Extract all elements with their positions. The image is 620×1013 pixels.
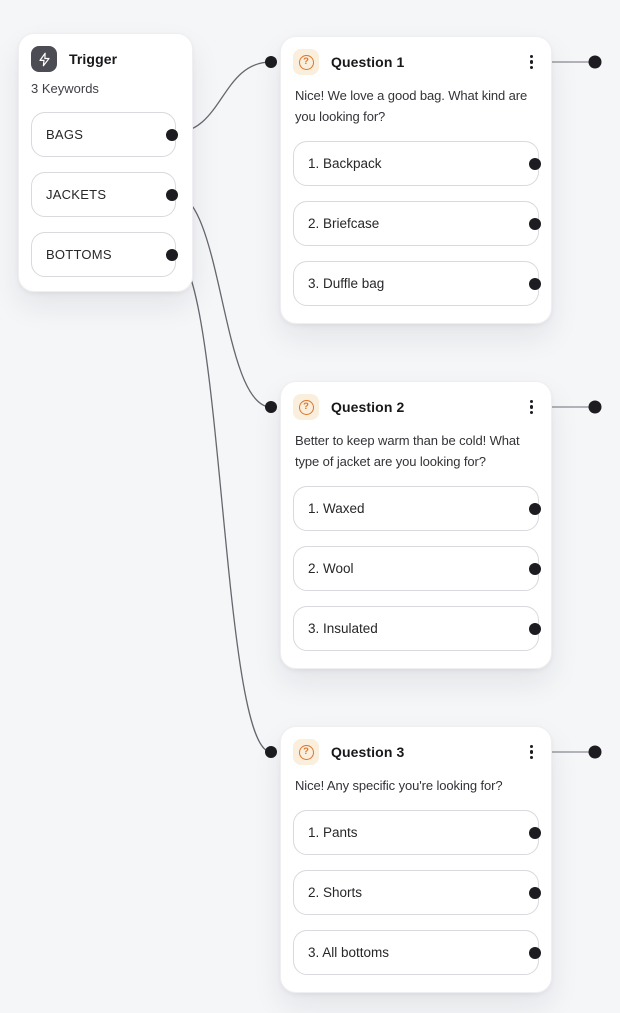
circled-question-mark-icon: ? — [293, 739, 319, 765]
option-connector-dot[interactable] — [529, 157, 541, 170]
kebab-menu-icon[interactable] — [524, 396, 539, 419]
question2-header: ? Question 2 — [293, 394, 539, 420]
option-pill[interactable]: 2. Shorts — [293, 870, 541, 915]
question2-text: Better to keep warm than be cold! What t… — [295, 433, 520, 469]
question2-title: Question 2 — [331, 399, 405, 415]
trigger-keyword-count: 3 Keywords — [31, 81, 99, 96]
option-pill[interactable]: 1. Waxed — [293, 486, 541, 531]
keyword-pill-bags[interactable]: BAGS — [31, 112, 178, 157]
option-pill[interactable]: 1. Backpack — [293, 141, 541, 186]
keyword-label: JACKETS — [46, 187, 107, 202]
question3-input-dot[interactable] — [265, 746, 277, 758]
option-connector-dot[interactable] — [529, 217, 541, 230]
trigger-title: Trigger — [69, 51, 118, 67]
question2-input-dot[interactable] — [265, 401, 277, 413]
question1-title: Question 1 — [331, 54, 405, 70]
question3-header: ? Question 3 — [293, 739, 539, 765]
kebab-menu-icon[interactable] — [524, 51, 539, 74]
option-pill[interactable]: 3. All bottoms — [293, 930, 541, 975]
circled-question-mark-icon: ? — [293, 49, 319, 75]
question2-node[interactable]: ? Question 2 Better to keep warm than be… — [280, 381, 552, 669]
wire-bottoms-to-question3 — [172, 252, 272, 753]
trigger-node[interactable]: Trigger 3 Keywords BAGS JACKETS BOTTOMS — [18, 33, 193, 292]
option-connector-dot[interactable] — [529, 946, 541, 959]
question2-output-dot[interactable] — [588, 400, 602, 414]
keyword-pill-bottoms[interactable]: BOTTOMS — [31, 232, 178, 277]
option-label: 2. Shorts — [308, 885, 363, 900]
option-label: 3. Insulated — [308, 621, 378, 636]
option-label: 1. Backpack — [308, 156, 382, 171]
question3-text: Nice! Any specific you're looking for? — [295, 778, 503, 793]
option-connector-dot[interactable] — [529, 622, 541, 635]
option-label: 3. Duffle bag — [308, 276, 385, 291]
option-connector-dot[interactable] — [529, 562, 541, 575]
keyword-jackets-connector-dot[interactable] — [166, 188, 178, 201]
option-label: 2. Briefcase — [308, 216, 380, 231]
option-pill[interactable]: 1. Pants — [293, 810, 541, 855]
option-pill[interactable]: 2. Wool — [293, 546, 541, 591]
option-connector-dot[interactable] — [529, 826, 541, 839]
option-label: 2. Wool — [308, 561, 354, 576]
option-connector-dot[interactable] — [529, 502, 541, 515]
question1-output-dot[interactable] — [588, 55, 602, 69]
kebab-menu-icon[interactable] — [524, 741, 539, 764]
keyword-bags-connector-dot[interactable] — [166, 128, 178, 141]
circled-question-mark-icon: ? — [293, 394, 319, 420]
question3-node[interactable]: ? Question 3 Nice! Any specific you're l… — [280, 726, 552, 993]
question1-input-dot[interactable] — [265, 56, 277, 68]
option-pill[interactable]: 2. Briefcase — [293, 201, 541, 246]
lightning-bolt-icon — [31, 46, 57, 72]
option-label: 1. Pants — [308, 825, 358, 840]
keyword-pill-jackets[interactable]: JACKETS — [31, 172, 178, 217]
keyword-label: BOTTOMS — [46, 247, 112, 262]
question1-node[interactable]: ? Question 1 Nice! We love a good bag. W… — [280, 36, 552, 324]
keyword-bottoms-connector-dot[interactable] — [166, 248, 178, 261]
option-label: 3. All bottoms — [308, 945, 390, 960]
keyword-label: BAGS — [46, 127, 84, 142]
question3-output-dot[interactable] — [588, 745, 602, 759]
option-pill[interactable]: 3. Duffle bag — [293, 261, 541, 306]
option-pill[interactable]: 3. Insulated — [293, 606, 541, 651]
option-connector-dot[interactable] — [529, 886, 541, 899]
question1-text: Nice! We love a good bag. What kind are … — [295, 88, 528, 124]
question1-header: ? Question 1 — [293, 49, 539, 75]
question3-title: Question 3 — [331, 744, 405, 760]
trigger-header: Trigger — [31, 46, 180, 72]
option-connector-dot[interactable] — [529, 277, 541, 290]
option-label: 1. Waxed — [308, 501, 365, 516]
